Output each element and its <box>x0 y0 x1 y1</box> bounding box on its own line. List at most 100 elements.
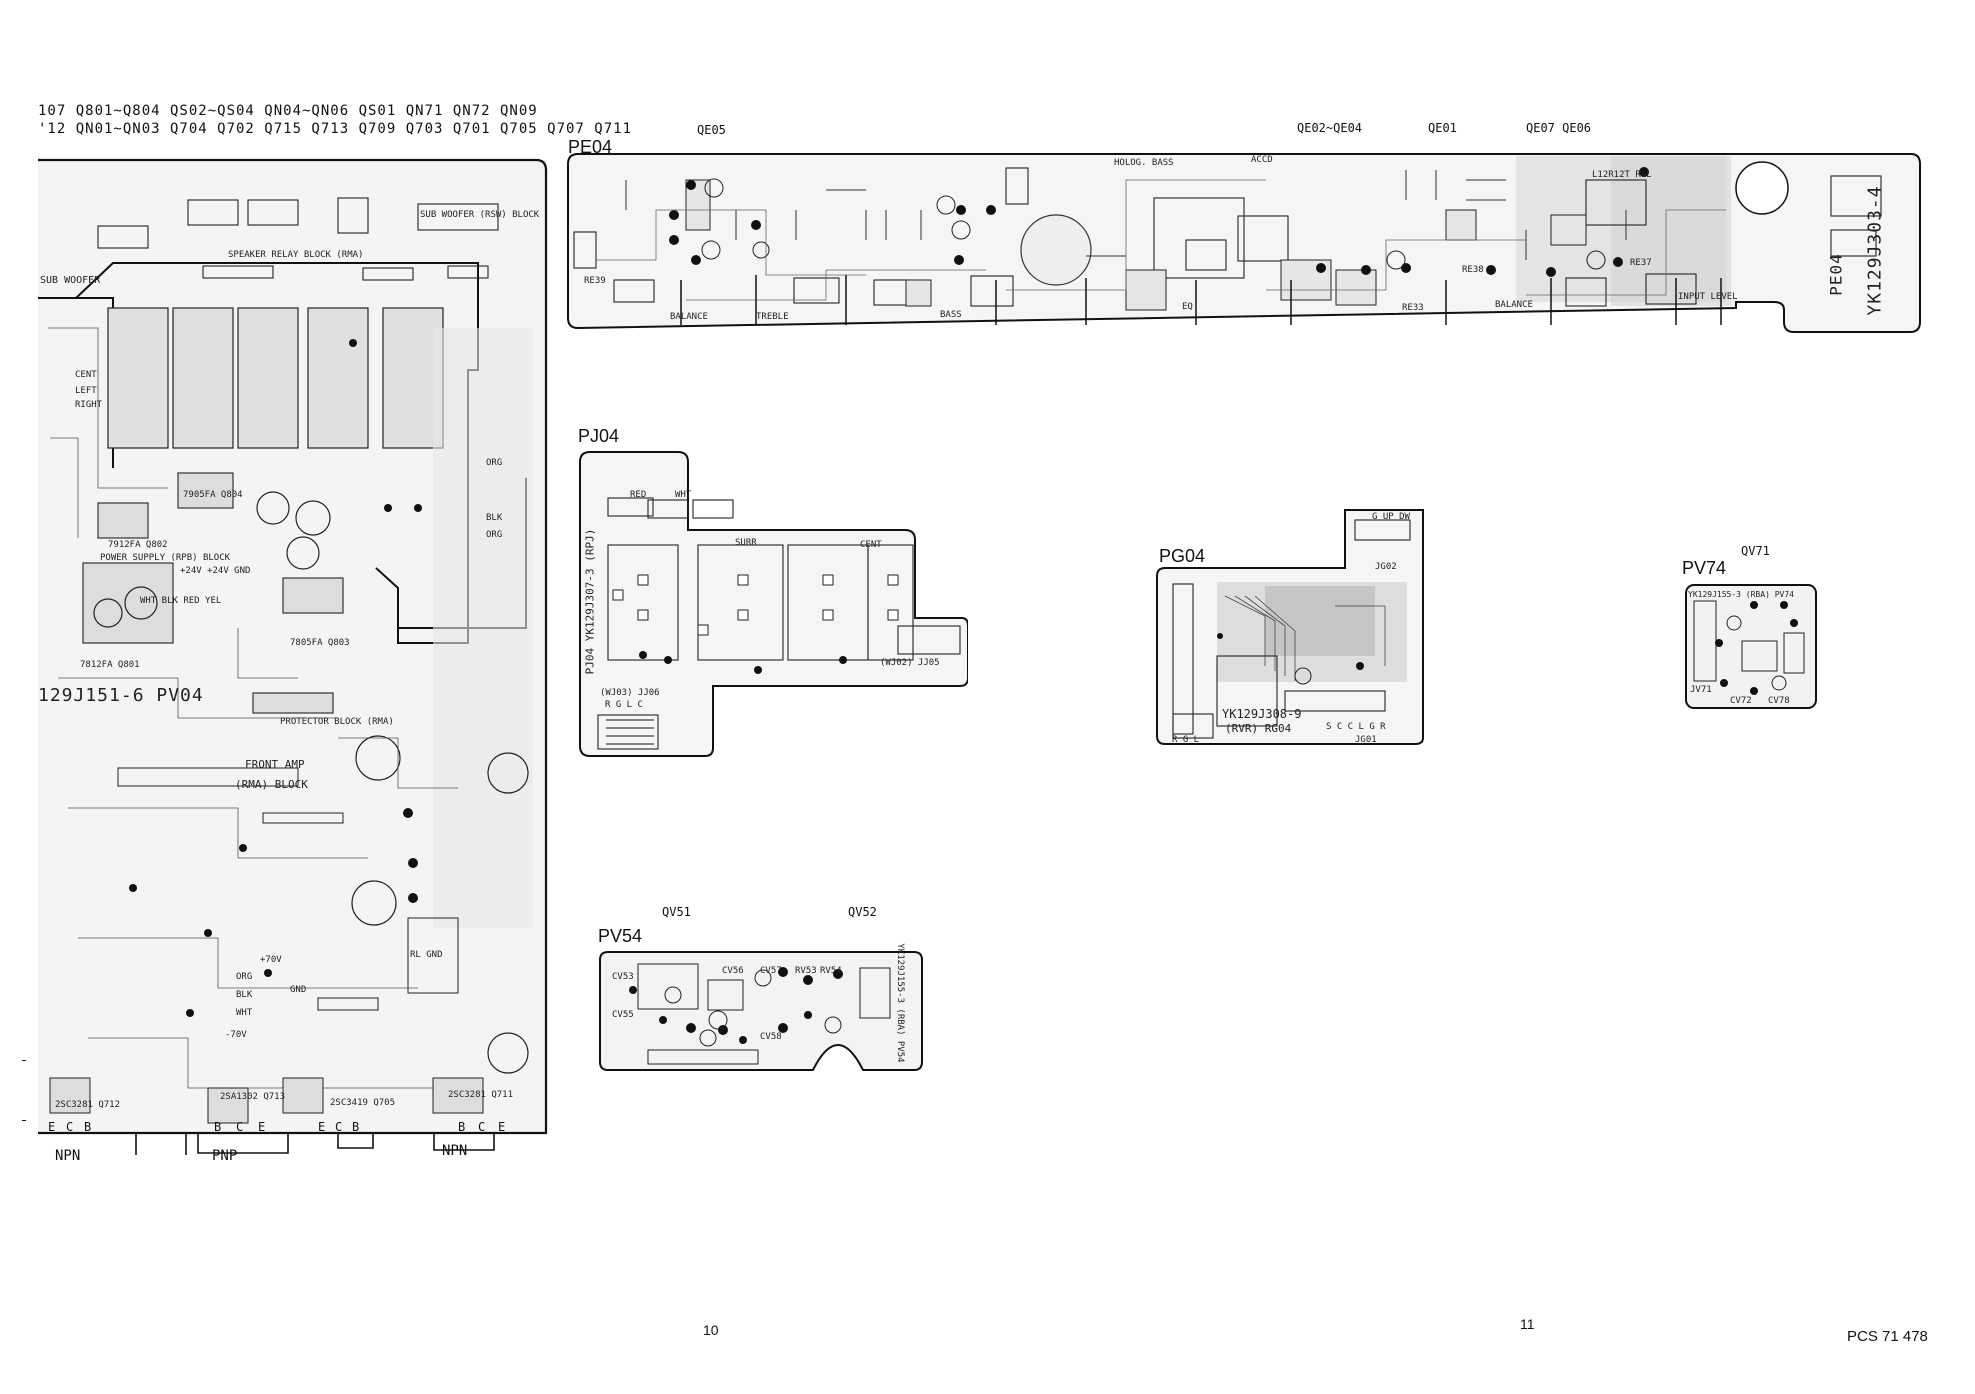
pv04-label-7812fa: 7812FA Q801 <box>80 660 140 670</box>
pg04-label-jg01: JG01 <box>1355 735 1377 745</box>
pg04-label-rgl: R G L <box>1172 735 1200 745</box>
pv04-label-sub-woofer-block: SUB WOOFER (RSW) BLOCK <box>420 210 540 220</box>
pe04-label-bass: BASS <box>940 310 962 320</box>
pe04-board-label: PE04 <box>568 137 613 157</box>
pe04-label-balance-2: BALANCE <box>1495 300 1533 310</box>
pj04-board-label: PJ04 <box>578 426 620 446</box>
pg04-board-label: PG04 <box>1159 546 1206 566</box>
pg04-board <box>1156 509 1424 745</box>
pv04-label-plus70v: +70V <box>260 955 282 965</box>
pg04-label-g-up-dw: G UP DW <box>1372 512 1410 522</box>
pe04-label-treble: TREBLE <box>756 312 789 322</box>
pe04-label-input-level: INPUT LEVEL <box>1678 292 1738 302</box>
transistor-list-line-1: 107 Q801~Q804 QS02~QS04 QN04~QN06 QS01 Q… <box>38 103 538 119</box>
pv54-transistor-qv52: QV52 <box>848 905 877 919</box>
pe04-transistor-qe05: QE05 <box>697 123 726 137</box>
pv54-part-number-vertical: YK129J155-3 (RBA) PV54 <box>895 943 905 1063</box>
pv04-label-7805fa: 7805FA Q803 <box>290 638 350 648</box>
pin-c-1: C <box>66 1120 74 1134</box>
pj04-label-wht: WHT <box>675 490 692 500</box>
pe04-label-accd: ACCD <box>1251 155 1273 165</box>
pv04-label-org-2: ORG <box>486 530 503 540</box>
pin-c-2: C <box>236 1120 244 1134</box>
pe04-board <box>567 153 1921 333</box>
pv04-label-wire-colors: WHT BLK RED YEL <box>140 596 222 606</box>
pv04-label-blk: BLK <box>486 513 503 523</box>
type-npn-2: NPN <box>442 1143 468 1159</box>
pv04-part-number: 129J151-6 PV04 <box>38 685 204 706</box>
pv04-label-2sc3419: 2SC3419 Q705 <box>330 1098 396 1108</box>
pv04-label-rma-block: (RMA) BLOCK <box>235 778 308 791</box>
pe04-transistor-qe02-qe04: QE02~QE04 <box>1297 121 1363 135</box>
pv04-label-sub-woofer: SUB WOOFER <box>40 275 101 286</box>
transistor-list-line-2: '12 QN01~QN03 Q704 Q702 Q715 Q713 Q709 Q… <box>38 121 633 137</box>
pj04-label-surr: SURR <box>735 538 757 548</box>
pv04-label-org-1: ORG <box>486 458 503 468</box>
pv04-label-power-supply: POWER SUPPLY (RPB) BLOCK <box>100 553 231 563</box>
pe04-transistor-qe07-qe06: QE07 QE06 <box>1526 121 1592 135</box>
pv04-label-7912fa: 7912FA Q802 <box>108 540 168 550</box>
pg04-label-scclgr: S C C L G R <box>1326 722 1386 732</box>
type-pnp: PNP <box>212 1148 238 1164</box>
pv54-label-cv57: CV57 <box>760 966 782 976</box>
pv04-label-front-amp: FRONT AMP <box>245 758 305 771</box>
pe04-label-eq: EQ <box>1182 302 1193 312</box>
pe04-label-re39: RE39 <box>584 276 606 286</box>
pv04-label-2sc3281-q711: 2SC3281 Q711 <box>448 1090 514 1100</box>
pin-b-1: B <box>84 1120 92 1134</box>
pv74-label-cv72: CV72 <box>1730 696 1752 706</box>
pv74-transistor-qv71: QV71 <box>1741 544 1770 558</box>
pv04-label-right: RIGHT <box>75 400 103 410</box>
pin-e-2: E <box>258 1120 266 1134</box>
pv54-label-rv54: RV54 <box>820 966 842 976</box>
pj04-label-jj05: (WJ02) JJ05 <box>880 658 940 668</box>
pin-b-3: B <box>352 1120 360 1134</box>
pin-e-3: E <box>318 1120 326 1134</box>
pin-e-1: E <box>48 1120 56 1134</box>
pv04-label-7905fa: 7905FA Q804 <box>183 490 243 500</box>
pv04-label-left: LEFT <box>75 386 97 396</box>
pj04-label-cent: CENT <box>860 540 882 550</box>
pg04-label-jg02: JG02 <box>1375 562 1397 572</box>
pv54-label-rv53: RV53 <box>795 966 817 976</box>
pv04-label-minus70v: -70V <box>225 1030 247 1040</box>
pv04-label-gnd: GND <box>290 985 307 995</box>
pg04-part-number: YK129J308-9 <box>1222 707 1302 721</box>
pin-b-4: B <box>458 1120 466 1134</box>
pe04-label-balance-1: BALANCE <box>670 312 708 322</box>
pe04-code-vertical: PE04 <box>1826 253 1846 296</box>
pj04-board <box>579 451 968 757</box>
pv54-transistor-qv51: QV51 <box>662 905 691 919</box>
pv74-board <box>1685 584 1817 709</box>
pv54-label-cv58: CV58 <box>760 1032 782 1042</box>
pe04-label-re38: RE38 <box>1462 265 1484 275</box>
pv04-label-wht-wire: WHT <box>236 1008 253 1018</box>
pj04-part-number-vertical: PJ04 YK129J307-3 (RPJ) <box>583 528 597 675</box>
pv04-label-voltages: +24V +24V GND <box>180 566 251 576</box>
pv74-board-label: PV74 <box>1682 558 1727 578</box>
pv54-board <box>599 951 923 1071</box>
pv74-part-number: YK129J155-3 (RBA) PV74 <box>1688 590 1794 599</box>
pv74-label-cv78: CV78 <box>1768 696 1790 706</box>
pv04-label-2sa1302: 2SA1302 Q713 <box>220 1092 286 1102</box>
page-number-right: 11 <box>1520 1316 1535 1332</box>
page-number-left: 10 <box>703 1322 719 1338</box>
pv54-label-cv55: CV55 <box>612 1010 634 1020</box>
pv54-label-cv53: CV53 <box>612 972 634 982</box>
pe04-label-holog-bass: HOLOG. BASS <box>1114 158 1174 168</box>
pj04-label-jj06: (WJ03) JJ06 <box>600 688 660 698</box>
pv04-label-speaker-relay: SPEAKER RELAY BLOCK (RMA) <box>228 250 364 260</box>
margin-mark-1 <box>22 1060 26 1061</box>
document-id: PCS 71 478 <box>1847 1328 1928 1345</box>
pin-b-2: B <box>214 1120 222 1134</box>
pv54-board-label: PV54 <box>598 926 643 946</box>
pe04-label-l12r12t: L12R12T R&L <box>1592 170 1652 180</box>
pv04-label-protector: PROTECTOR BLOCK (RMA) <box>280 717 394 727</box>
pv04-label-2sc3281-q712: 2SC3281 Q712 <box>55 1100 121 1110</box>
pv04-label-rl-gnd: RL GND <box>410 950 443 960</box>
pin-c-4: C <box>478 1120 486 1134</box>
type-npn-1: NPN <box>55 1148 81 1164</box>
pin-c-3: C <box>335 1120 343 1134</box>
margin-mark-2 <box>22 1120 26 1121</box>
pv04-board <box>38 158 548 1155</box>
